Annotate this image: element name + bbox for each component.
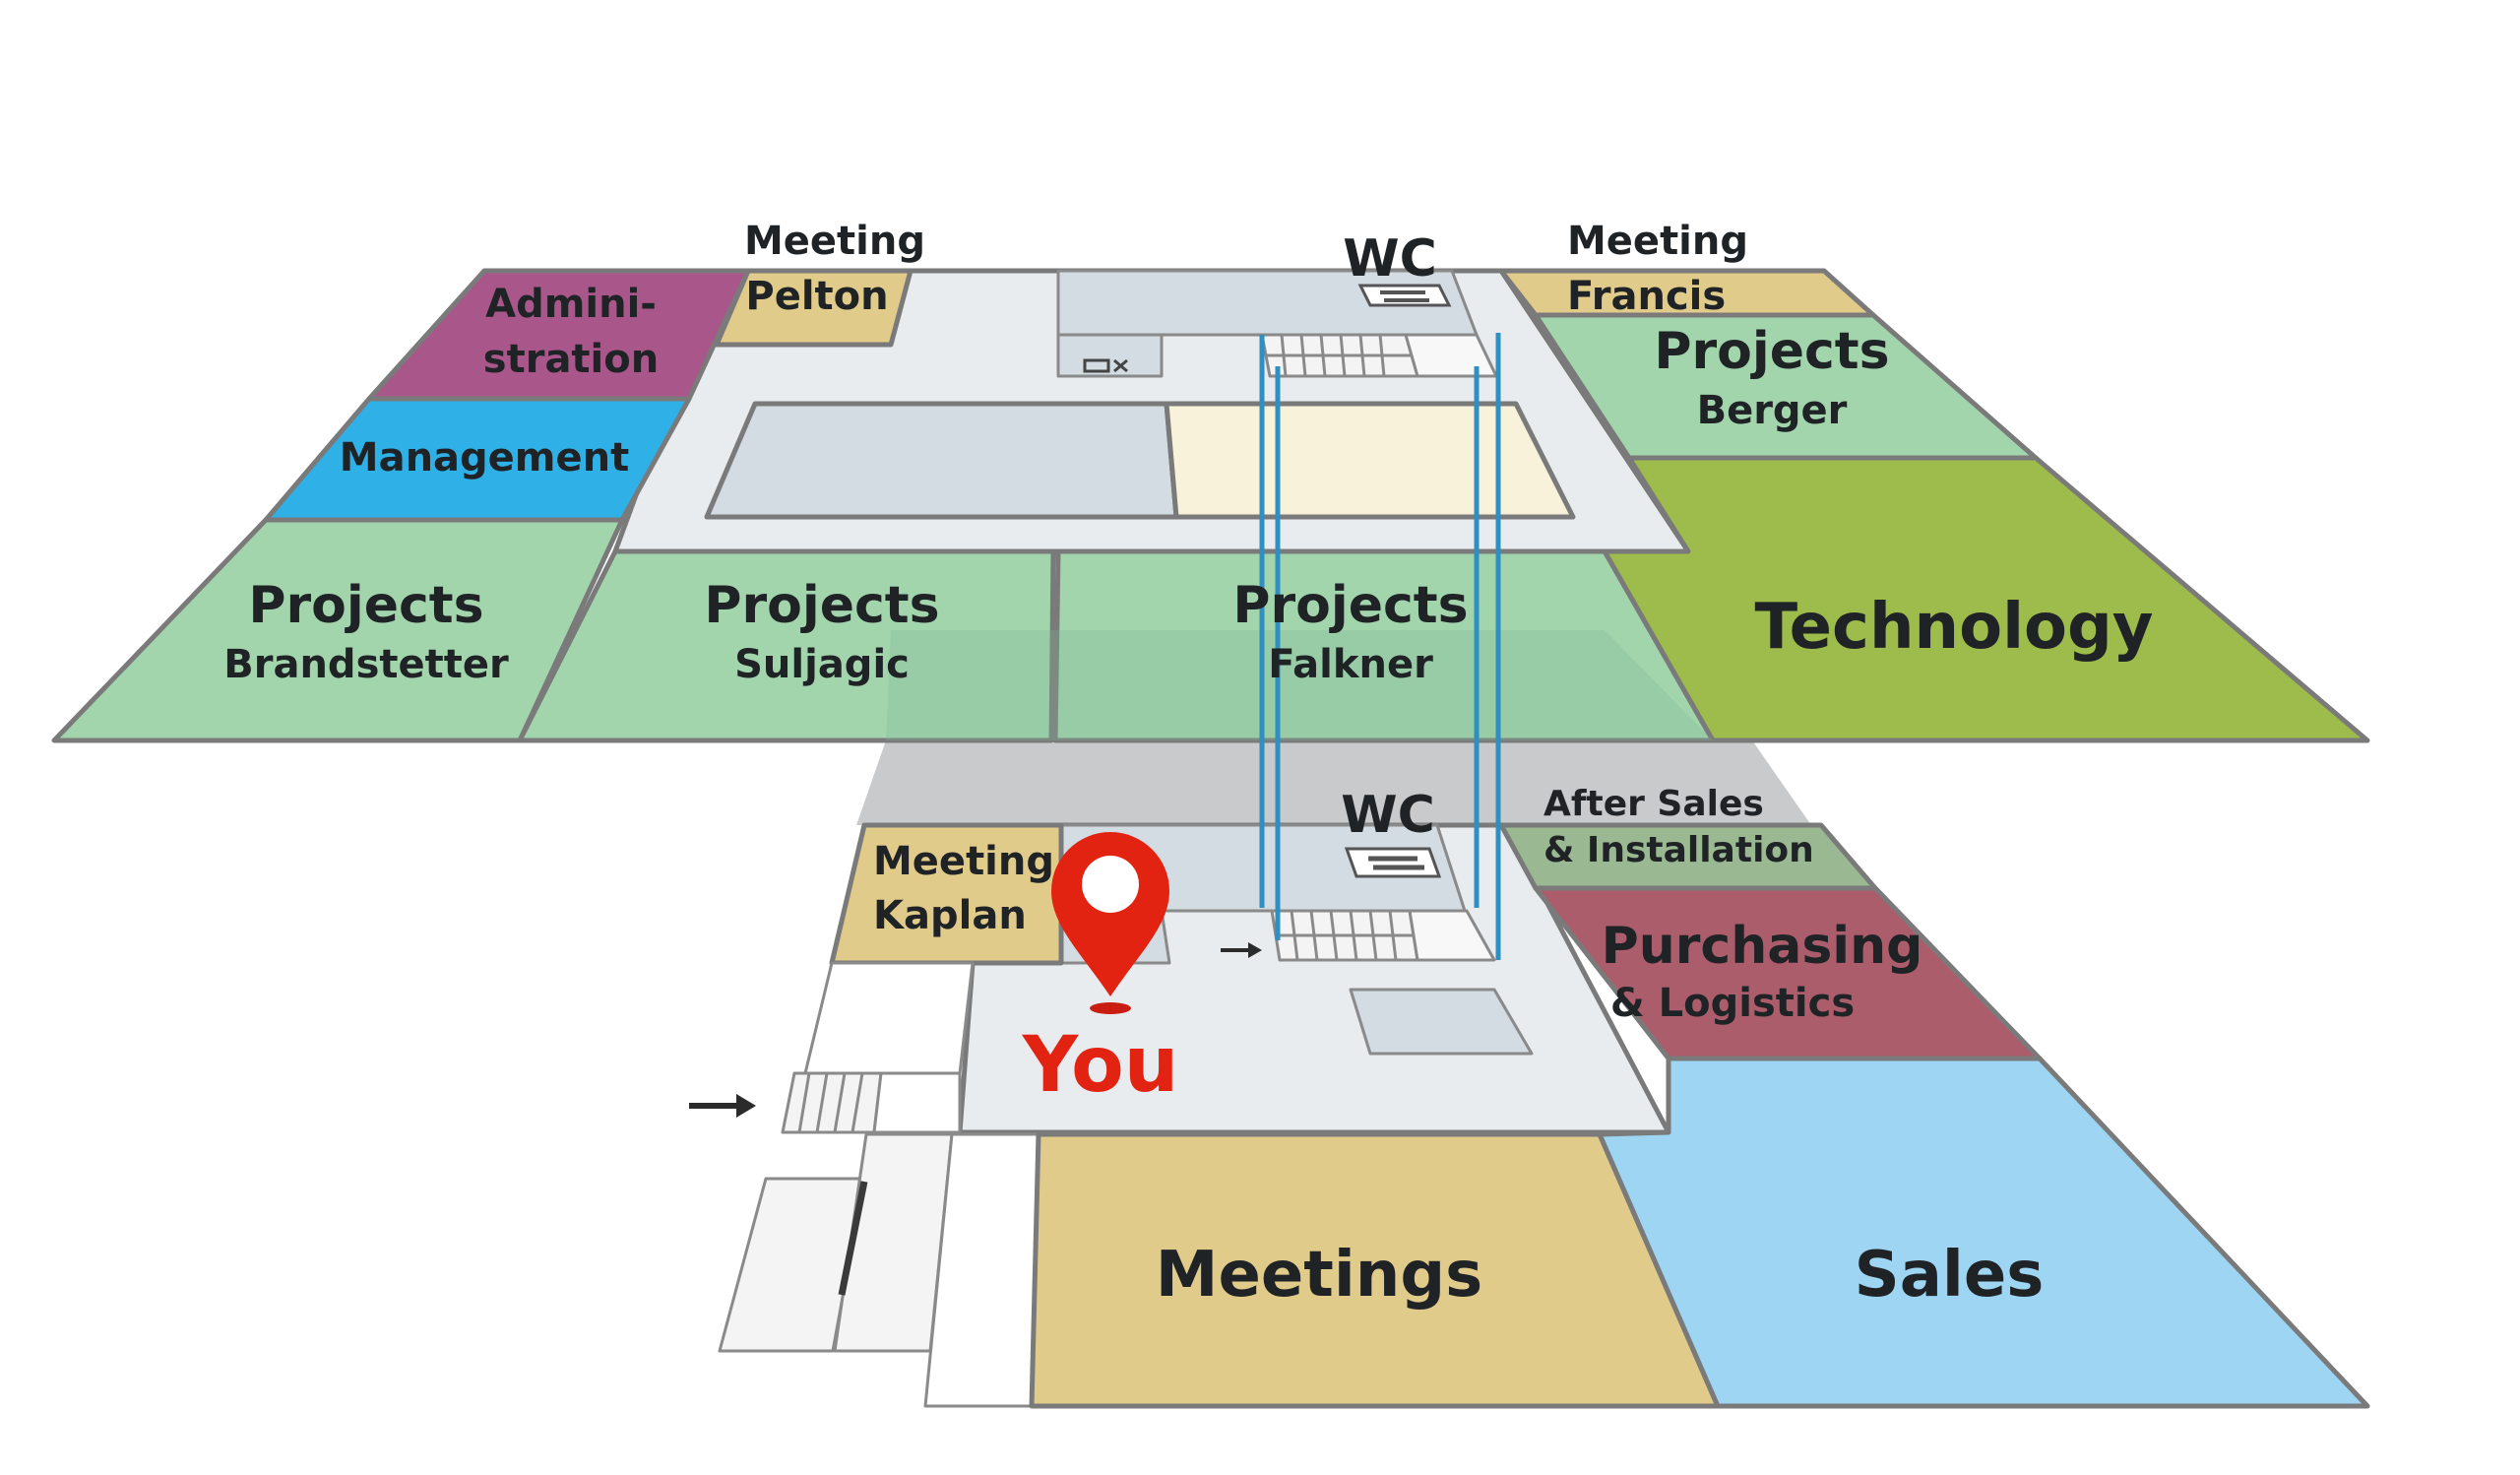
floor-overlap-shade	[886, 630, 1713, 740]
vertical-shafts	[1259, 333, 1501, 960]
label-kaplan-1: Meeting	[873, 839, 1054, 884]
room-sales[interactable]	[1597, 1056, 2370, 1409]
room-after-sales[interactable]	[1498, 822, 1878, 891]
label-brandstetter-1: Projects	[248, 576, 483, 635]
label-brandstetter-2: Brandstetter	[223, 642, 509, 687]
lower-corridor-room	[1349, 988, 1534, 1056]
upper-floor	[51, 268, 2370, 743]
room-meeting-pelton[interactable]	[714, 268, 914, 348]
label-pelton-2: Pelton	[745, 274, 888, 319]
room-projects-falkner[interactable]	[1052, 548, 1716, 743]
label-administration-1: Admini-	[485, 282, 657, 327]
label-after-sales-2: & Installation	[1544, 830, 1814, 870]
lower-left-wall-a	[718, 1177, 866, 1353]
stairs-arrow-icon	[1221, 942, 1262, 958]
label-technology: Technology	[1754, 591, 2153, 664]
label-sales: Sales	[1855, 1239, 2045, 1312]
label-francis-1: Meeting	[1567, 219, 1748, 264]
upper-stairs	[1260, 333, 1498, 378]
upper-atrium-right	[1164, 401, 1576, 520]
label-upper-wc: WC	[1343, 229, 1437, 289]
label-management: Management	[340, 435, 629, 481]
label-pelton-1: Meeting	[744, 219, 925, 264]
room-meeting-kaplan[interactable]	[829, 822, 1064, 966]
lower-restroom-icon	[1344, 847, 1442, 878]
label-suljagic-2: Suljagic	[734, 642, 910, 687]
entrance-arrow-icon	[689, 1094, 756, 1118]
label-after-sales-1: After Sales	[1544, 784, 1764, 824]
label-meetings: Meetings	[1156, 1239, 1483, 1312]
elevator-icon	[1083, 358, 1128, 373]
room-projects-suljagic[interactable]	[517, 548, 1056, 743]
label-purchasing-2: & Logistics	[1610, 981, 1855, 1026]
lower-left-divider	[838, 1181, 868, 1296]
label-berger-1: Projects	[1654, 322, 1889, 381]
label-lower-wc: WC	[1341, 786, 1435, 845]
label-falkner-2: Falkner	[1268, 642, 1433, 687]
lower-stairs	[1270, 909, 1496, 962]
label-berger-2: Berger	[1697, 388, 1848, 433]
label-francis-2: Francis	[1567, 274, 1726, 319]
labels: Admini- stration Management Meeting Pelt…	[223, 219, 2153, 1312]
label-suljagic-1: Projects	[704, 576, 939, 635]
label-kaplan-2: Kaplan	[873, 893, 1027, 938]
upper-restroom-icon	[1357, 284, 1452, 307]
lower-left-area	[803, 961, 975, 1075]
label-administration-2: stration	[483, 337, 659, 382]
lower-entrance-stairs	[781, 1071, 962, 1134]
upper-atrium-left	[704, 401, 1179, 520]
lower-floor-band	[856, 740, 1811, 825]
label-you: You	[1022, 1021, 1178, 1110]
location-pin-icon	[1051, 832, 1169, 1014]
label-purchasing-1: Purchasing	[1602, 917, 1923, 976]
label-falkner-1: Projects	[1232, 576, 1468, 635]
